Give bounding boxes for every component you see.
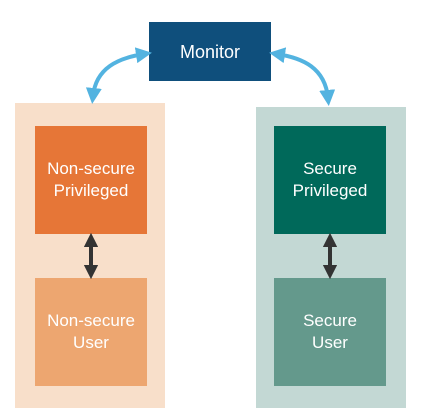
non-secure-user-line2: User bbox=[73, 333, 109, 352]
secure-user-box: Secure User bbox=[274, 278, 386, 386]
non-secure-user-line1: Non-secure bbox=[47, 311, 135, 330]
non-secure-user-box: Non-secure User bbox=[35, 278, 147, 386]
monitor-label: Monitor bbox=[179, 41, 241, 62]
secure-privileged-box: Secure Privileged bbox=[274, 126, 386, 234]
secure-privileged-line2: Privileged bbox=[292, 181, 368, 200]
monitor-box: Monitor bbox=[149, 22, 271, 81]
non-secure-privileged-box: Non-secure Privileged bbox=[35, 126, 147, 234]
non-secure-privileged-line1: Non-secure bbox=[47, 159, 135, 178]
non-secure-privileged-line2: Privileged bbox=[53, 181, 129, 200]
secure-privileged-line1: Secure bbox=[303, 159, 357, 178]
monitor-to-non-secure-arrow bbox=[85, 47, 152, 104]
secure-user-line2: User bbox=[312, 333, 348, 352]
secure-user-line1: Secure bbox=[303, 311, 357, 330]
monitor-to-secure-arrow bbox=[269, 47, 336, 106]
